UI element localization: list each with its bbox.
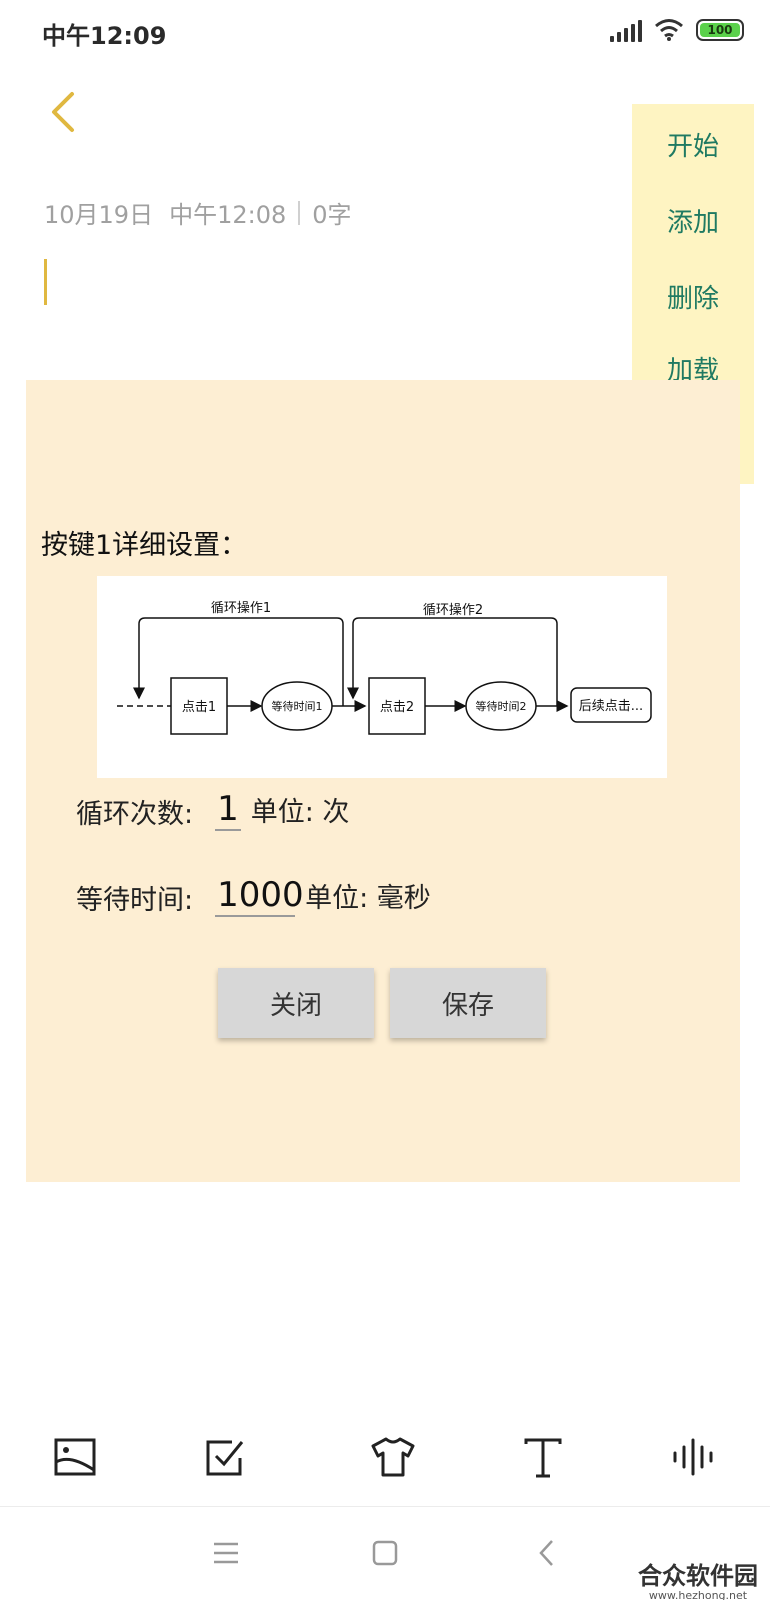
status-icons: 100	[610, 18, 744, 42]
watermark-url: www.hezhong.net	[648, 1589, 748, 1600]
back-nav-icon[interactable]	[532, 1538, 562, 1568]
home-icon[interactable]	[370, 1538, 400, 1568]
wait2-label: 等待时间2	[476, 699, 527, 713]
settings-panel: 按键1详细设置： 点击1 等待时间1 循环操作1 点击2 等待时间2 循环操作2	[26, 380, 740, 1182]
menu-icon[interactable]	[211, 1538, 241, 1568]
battery-level: 100	[700, 23, 740, 37]
next-click-label: 后续点击...	[579, 699, 643, 714]
text-cursor[interactable]	[44, 259, 47, 305]
panel-title: 按键1详细设置：	[41, 530, 248, 561]
note-meta: 10月19日 中午12:08 0字	[44, 195, 352, 230]
loop-count-input[interactable]: 1	[215, 789, 241, 831]
back-icon[interactable]	[44, 88, 84, 136]
audio-wave-icon[interactable]	[670, 1434, 716, 1480]
signal-icon	[610, 18, 642, 42]
loop1-label: 循环操作1	[211, 600, 271, 616]
loop2-label: 循环操作2	[423, 602, 483, 618]
loop-count-row: 循环次数: 1 单位: 次	[76, 790, 349, 831]
wait-time-label: 等待时间:	[76, 885, 194, 916]
meta-divider	[298, 200, 301, 225]
loop-count-label: 循环次数:	[76, 799, 194, 830]
loop-count-unit: 单位: 次	[250, 797, 350, 828]
wait-time-unit: 单位: 毫秒	[305, 883, 431, 914]
loop2-line	[347, 617, 558, 706]
status-time: 中午12:09	[42, 22, 167, 50]
wait-time-row: 等待时间: 1000 单位: 毫秒	[76, 876, 431, 917]
wait-time-input[interactable]: 1000	[215, 875, 304, 917]
text-format-icon[interactable]	[520, 1434, 566, 1480]
click2-label: 点击2	[380, 700, 414, 715]
battery-icon: 100	[696, 19, 744, 41]
click1-box	[170, 677, 228, 735]
loop-diagram: 点击1 等待时间1 循环操作1 点击2 等待时间2 循环操作2 后续点击...	[97, 576, 667, 778]
menu-item-start[interactable]: 开始	[666, 132, 719, 162]
click1-label: 点击1	[182, 700, 216, 715]
note-date: 10月19日	[44, 201, 154, 229]
nav-divider	[0, 1506, 770, 1507]
watermark: 合众软件园 www.hezhong.net	[638, 1556, 758, 1600]
watermark-text: 合众软件园	[638, 1562, 758, 1590]
menu-item-add[interactable]: 添加	[666, 208, 719, 238]
loop1-line	[133, 617, 344, 706]
menu-item-delete[interactable]: 删除	[666, 284, 719, 314]
click2-box	[368, 677, 426, 735]
save-button[interactable]: 保存	[390, 968, 546, 1038]
wait1-label: 等待时间1	[272, 699, 323, 713]
note-word-count: 0字	[312, 201, 352, 229]
close-button[interactable]: 关闭	[218, 968, 374, 1038]
next-click-box	[570, 687, 652, 723]
checkbox-icon[interactable]	[202, 1434, 248, 1480]
note-time: 中午12:08	[169, 201, 287, 229]
image-icon[interactable]	[52, 1434, 98, 1480]
wifi-icon	[655, 19, 683, 41]
shirt-icon[interactable]	[370, 1434, 416, 1480]
